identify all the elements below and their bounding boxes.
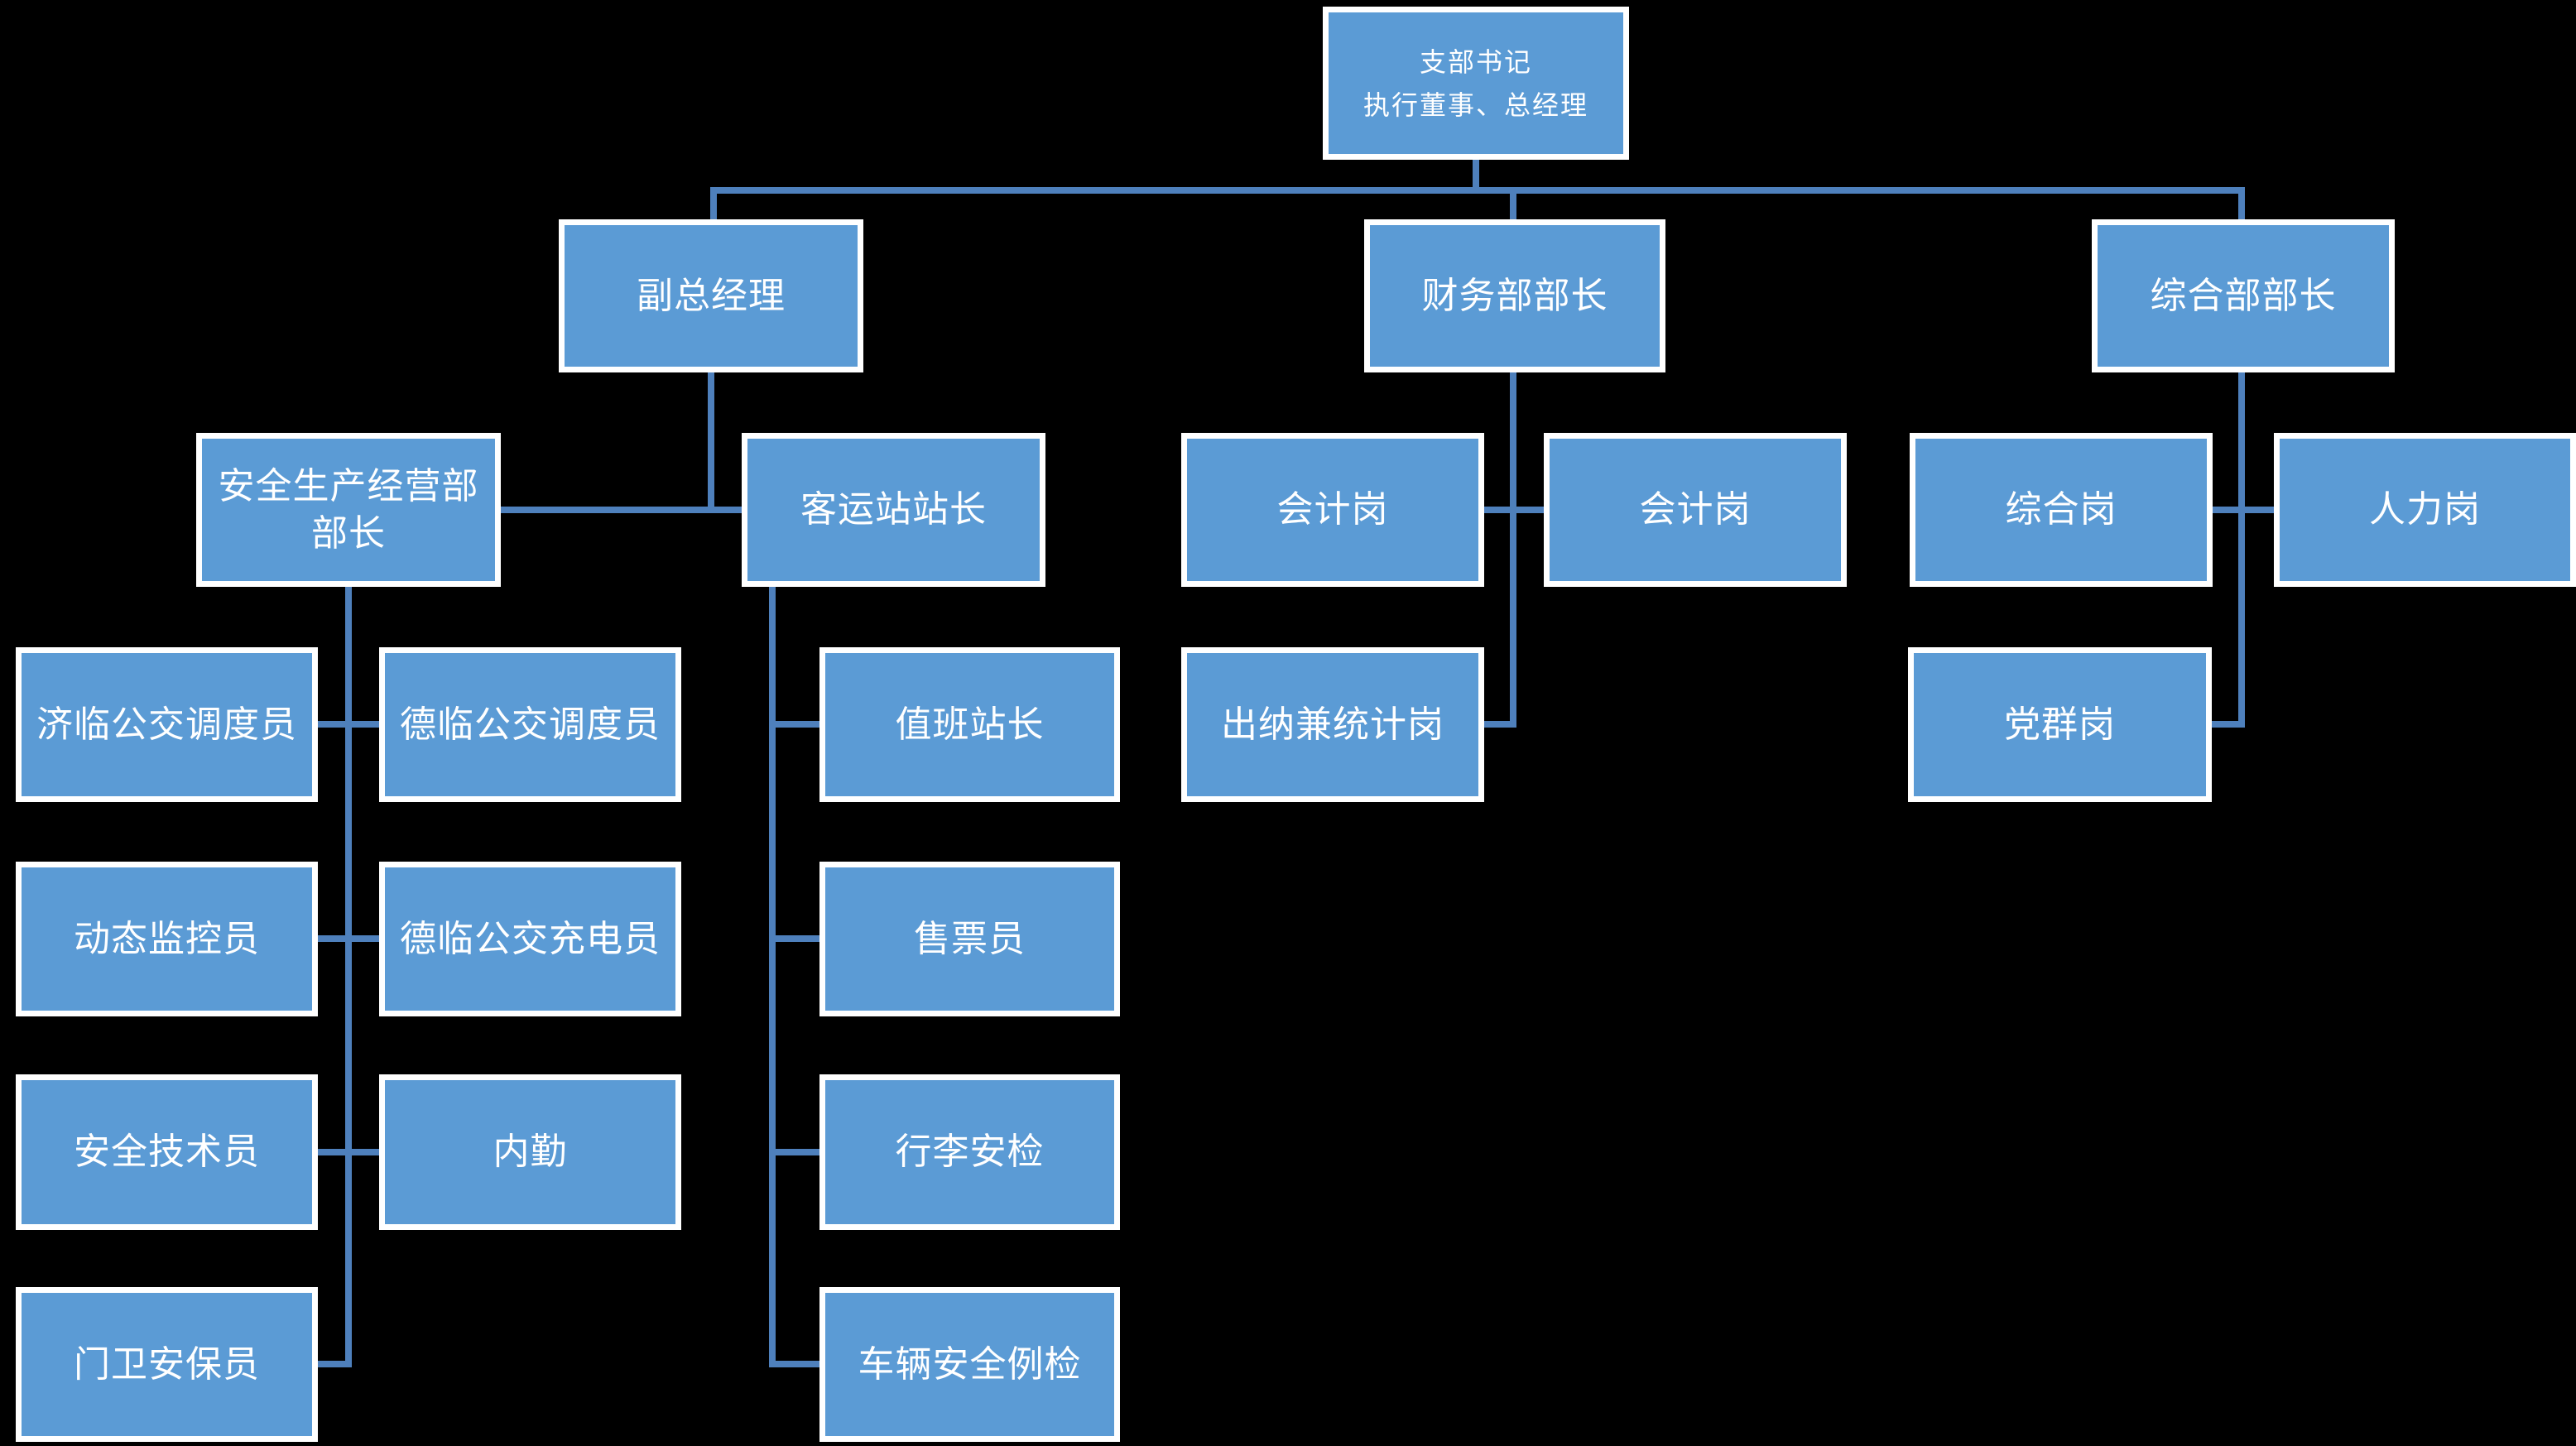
org-node-deputy-gm: 副总经理 [559, 219, 863, 372]
connector-general-elbow [2212, 721, 2245, 728]
connector-finance-trunk [1510, 371, 1516, 728]
org-node-internal-affairs: 内勤 [379, 1074, 681, 1230]
org-node-label-cashier-statistics: 出纳兼统计岗 [1221, 704, 1444, 745]
org-node-branch-secretary-gm: 支部书记 执行董事、总经理 [1323, 7, 1629, 160]
org-node-label-delin-bus-dispatcher: 德临公交调度员 [400, 704, 661, 745]
org-node-finance-dept-head: 财务部部长 [1364, 219, 1665, 372]
org-node-label-general-post: 综合岗 [2005, 489, 2117, 531]
org-node-label-ticket-seller: 售票员 [914, 918, 1026, 959]
connector-tier2-drop-mid [1510, 187, 1516, 221]
org-node-label-vehicle-safety-check: 车辆安全例检 [858, 1343, 1082, 1385]
org-node-label-luggage-security: 行李安检 [895, 1131, 1045, 1173]
connector-root-stem [1473, 157, 1479, 190]
org-node-hr-post: 人力岗 [2274, 433, 2576, 587]
connector-deputy-gm-stem [708, 371, 714, 512]
connector-general-hr-stub [2213, 507, 2274, 513]
connector-safety-stub-row2 [318, 935, 379, 942]
connector-safety-stub-row3 [318, 1149, 379, 1155]
connector-station-stub-row2 [776, 935, 819, 942]
org-node-label-accountant-post-2: 会计岗 [1639, 489, 1752, 531]
org-node-delin-bus-charger: 德临公交充电员 [379, 862, 681, 1016]
org-node-label-general-dept-head: 综合部部长 [2150, 275, 2337, 316]
org-node-label-party-mass-post: 党群岗 [2004, 704, 2116, 745]
org-node-cashier-statistics: 出纳兼统计岗 [1181, 647, 1484, 802]
connector-station-trunk [769, 585, 776, 1367]
org-node-label-branch-secretary-gm: 支部书记 执行董事、总经理 [1362, 46, 1588, 120]
org-node-safety-technician: 安全技术员 [16, 1074, 318, 1230]
org-node-safety-ops-dept-head: 安全生产经营部部长 [196, 433, 501, 587]
org-node-general-post: 综合岗 [1910, 433, 2213, 587]
connector-safety-trunk [345, 585, 352, 1367]
org-node-dynamic-monitor: 动态监控员 [16, 862, 318, 1016]
org-node-ticket-seller: 售票员 [819, 862, 1120, 1016]
org-node-duty-station-master: 值班站长 [819, 647, 1120, 802]
org-node-gate-security-guard: 门卫安保员 [16, 1287, 318, 1442]
org-node-label-deputy-gm: 副总经理 [637, 275, 786, 316]
org-node-label-station-master: 客运站站长 [800, 489, 987, 531]
connector-station-elbow-row4 [769, 1361, 819, 1367]
org-node-label-safety-technician: 安全技术员 [74, 1131, 260, 1173]
connector-safety-stub-row1 [318, 721, 379, 728]
org-node-label-hr-post: 人力岗 [2369, 489, 2481, 531]
org-node-label-duty-station-master: 值班站长 [895, 704, 1045, 745]
org-node-label-jilin-bus-dispatcher: 济临公交调度员 [36, 704, 297, 745]
connector-station-stub-row3 [776, 1149, 819, 1155]
org-node-label-finance-dept-head: 财务部部长 [1421, 275, 1608, 316]
org-node-party-mass-post: 党群岗 [1908, 647, 2212, 802]
connector-safety-elbow-row4 [318, 1361, 352, 1367]
org-node-vehicle-safety-check: 车辆安全例检 [819, 1287, 1120, 1442]
org-node-accountant-post-1: 会计岗 [1181, 433, 1484, 587]
org-node-label-accountant-post-1: 会计岗 [1276, 489, 1389, 531]
org-node-station-master: 客运站站长 [742, 433, 1045, 587]
connector-general-trunk [2238, 371, 2245, 728]
org-node-label-dynamic-monitor: 动态监控员 [74, 918, 260, 959]
org-node-label-internal-affairs: 内勤 [493, 1131, 568, 1173]
org-node-delin-bus-dispatcher: 德临公交调度员 [379, 647, 681, 802]
org-node-label-safety-ops-dept-head: 安全生产经营部部长 [218, 465, 479, 554]
connector-finance-accounts-stub [1484, 507, 1544, 513]
org-node-accountant-post-2: 会计岗 [1544, 433, 1847, 587]
org-node-label-delin-bus-charger: 德临公交充电员 [400, 918, 661, 959]
org-node-luggage-security: 行李安检 [819, 1074, 1120, 1230]
org-node-label-gate-security-guard: 门卫安保员 [74, 1343, 260, 1385]
org-node-jilin-bus-dispatcher: 济临公交调度员 [16, 647, 318, 802]
connector-tier2-drop-right [2238, 187, 2245, 221]
connector-safety-station-stub [501, 507, 742, 513]
connector-station-stub-row1 [776, 721, 819, 728]
connector-tier2-drop-left [710, 187, 717, 221]
connector-finance-elbow [1484, 721, 1516, 728]
connector-tier2-horizontal [710, 187, 2245, 194]
org-node-general-dept-head: 综合部部长 [2092, 219, 2395, 372]
